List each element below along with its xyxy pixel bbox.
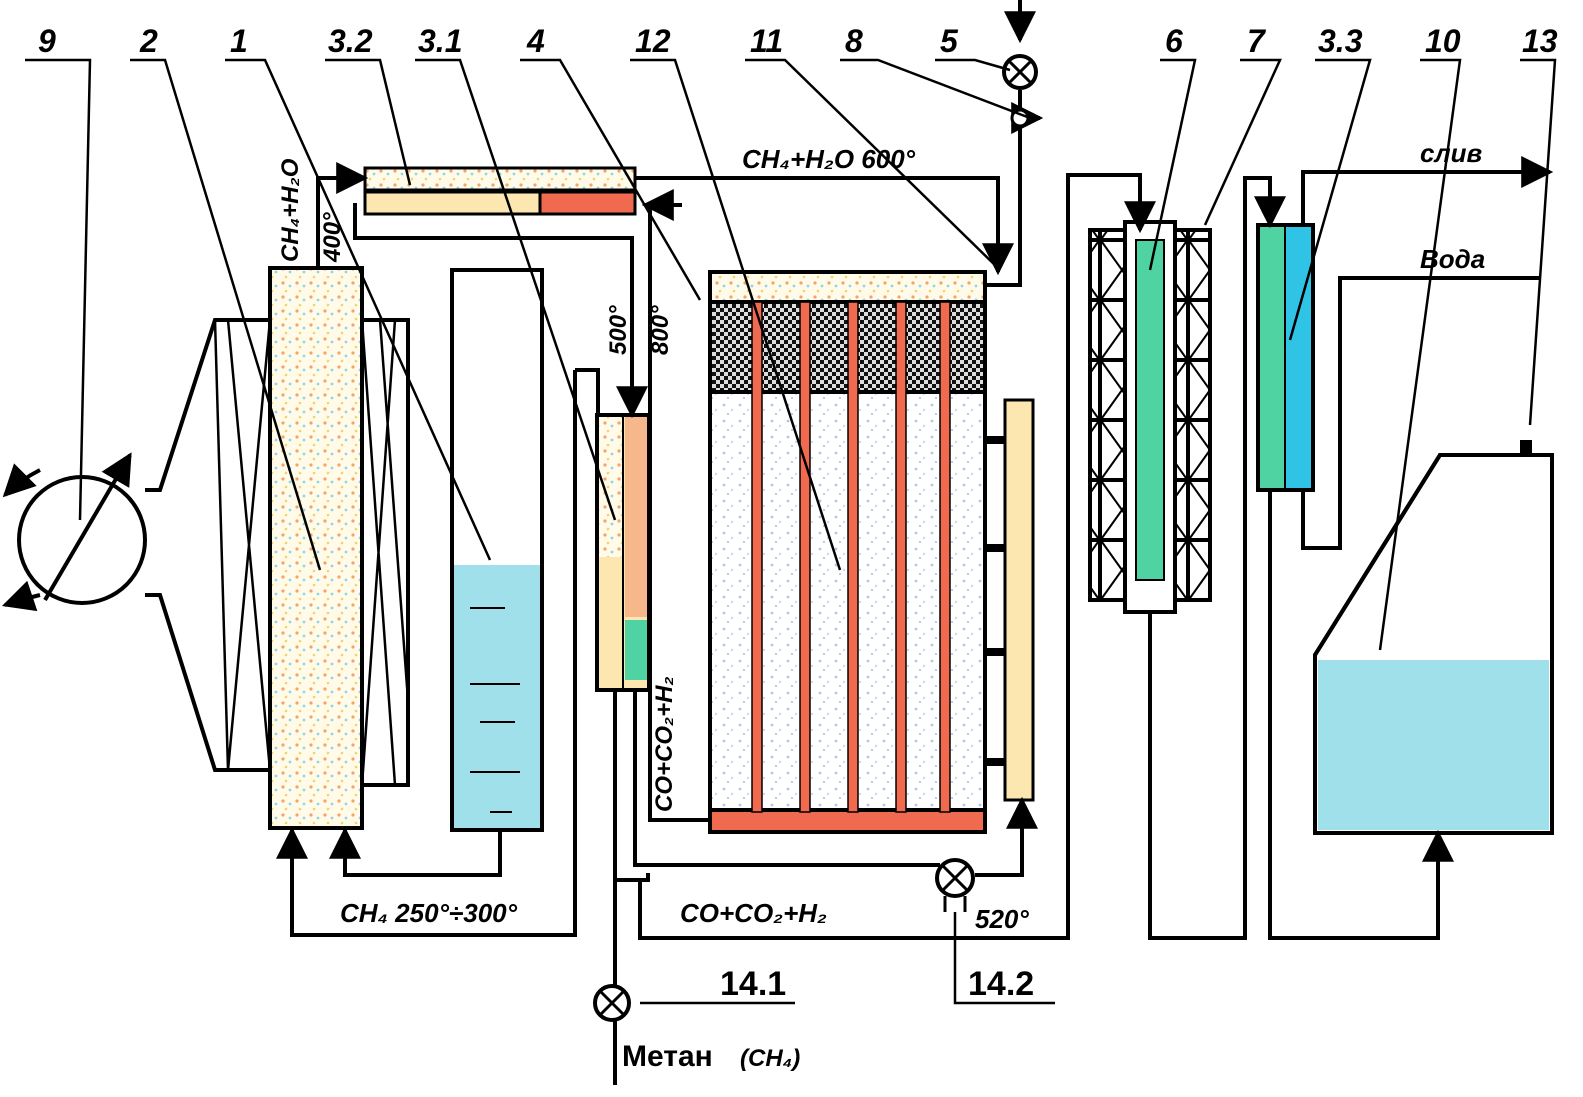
callout-labels: 9 2 1 3.2 3.1 4 12 11 8 5 6 7 3.3 10 13 … [38, 23, 1558, 1003]
callout-5: 5 [940, 23, 959, 59]
flow-520: 520° [975, 904, 1029, 934]
leader-lines [25, 58, 1557, 1005]
flow-500: 500° [605, 305, 632, 355]
callout-1: 1 [230, 23, 248, 59]
piping [276, 0, 1554, 1085]
exchanger-9 [1, 318, 270, 772]
reformer-tubes [751, 301, 951, 813]
callout-10: 10 [1425, 23, 1461, 59]
callout-2: 2 [139, 23, 158, 59]
flow-co-co2-h2-bottom: CO+CO₂+H₂ [680, 898, 827, 928]
callout-8: 8 [845, 23, 863, 59]
valve-5 [1002, 54, 1038, 90]
flow-labels: CH₄+H₂O 600° CH₄+H₂O 400° 500° 800° CO+C… [277, 138, 1485, 1073]
callout-3-2: 3.2 [328, 23, 373, 59]
callout-3-3: 3.3 [1318, 23, 1363, 59]
callout-14-1: 14.1 [720, 965, 786, 1003]
flow-400: 400° [319, 212, 346, 263]
flow-sliv: слив [1420, 138, 1483, 168]
flow-voda: Вода [1420, 244, 1485, 274]
callout-3-1: 3.1 [418, 23, 462, 59]
callout-14-2: 14.2 [968, 965, 1034, 1003]
flow-ch4-h2o-600: CH₄+H₂O 600° [742, 144, 916, 174]
callout-6: 6 [1165, 23, 1183, 59]
reactor-column-2 [213, 266, 410, 830]
pump-14-2 [935, 858, 975, 912]
flow-800: 800° [647, 305, 674, 355]
callout-12: 12 [635, 23, 671, 59]
callout-7: 7 [1247, 23, 1267, 59]
storage-tank-10 [1313, 440, 1554, 835]
exchanger-3-3 [1256, 223, 1315, 492]
callout-11: 11 [750, 23, 783, 59]
exchanger-3-2 [363, 166, 637, 216]
flow-metan-formula: (CH₄) [740, 1045, 800, 1072]
flow-ch4-250-300: CH₄ 250°÷300° [340, 898, 518, 928]
pump-14-1 [593, 984, 631, 1022]
callout-13: 13 [1522, 23, 1558, 59]
exchanger-3-1 [595, 413, 651, 692]
reformer-4 [708, 270, 1035, 834]
callout-4: 4 [526, 23, 545, 59]
water-tank-1 [450, 268, 544, 832]
callout-9: 9 [38, 23, 56, 59]
flow-ch4-h2o-vertical: CH₄+H₂O [277, 158, 304, 262]
flow-metan: Метан [622, 1040, 713, 1073]
flow-co-co2-h2-vertical: CO+CO₂+H₂ [651, 676, 678, 812]
column-6-7 [1088, 220, 1212, 614]
